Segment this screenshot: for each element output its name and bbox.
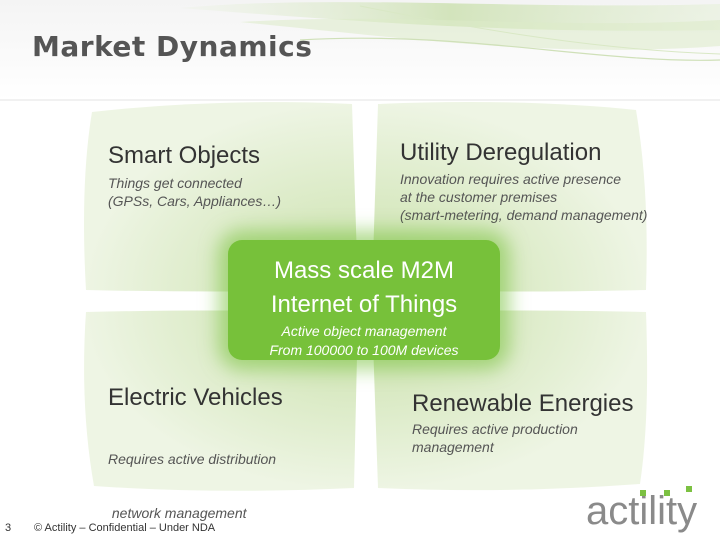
smart-objects-description: Things get connected (GPSs, Cars, Applia… bbox=[108, 174, 281, 210]
description-line: at the customer premises bbox=[400, 189, 558, 205]
renewable-energies-description: Requires active production management bbox=[412, 420, 578, 456]
logo-wordmark: actility bbox=[586, 489, 697, 533]
center-description-line: Active object management bbox=[281, 323, 447, 339]
smart-objects-heading: Smart Objects bbox=[108, 142, 261, 169]
description-line: (GPSs, Cars, Appliances…) bbox=[108, 193, 281, 209]
utility-deregulation-heading: Utility Deregulation bbox=[400, 139, 602, 166]
center-description-line: From 100000 to 100M devices bbox=[269, 342, 459, 358]
description-line: Requires active distribution bbox=[108, 451, 277, 467]
center-heading-line: Mass scale M2M bbox=[273, 257, 455, 284]
footer-confidentiality-note: © Actility – Confidential – Under NDA bbox=[34, 522, 216, 534]
page-number: 3 bbox=[5, 522, 12, 534]
logo-dot bbox=[664, 490, 670, 496]
description-line: Things get connected bbox=[108, 175, 242, 191]
electric-vehicles-heading: Electric Vehicles bbox=[108, 384, 283, 411]
description-line: management bbox=[412, 439, 494, 455]
description-line: Innovation requires active presence bbox=[400, 171, 622, 187]
center-description: Active object management From 100000 to … bbox=[228, 322, 500, 360]
utility-deregulation-description: Innovation requires active presence at t… bbox=[400, 170, 647, 224]
electric-vehicles-description: Requires active distribution network man… bbox=[108, 414, 276, 540]
center-heading: Mass scale M2M Internet of Things bbox=[228, 254, 500, 322]
center-highlight-box: Mass scale M2M Internet of Things Active… bbox=[228, 240, 500, 360]
actility-logo: actility bbox=[586, 486, 697, 533]
slide-title: Market Dynamics bbox=[32, 30, 313, 63]
header-swoosh-graphic bbox=[0, 0, 720, 101]
logo-dot bbox=[686, 486, 692, 492]
center-heading-line: Internet of Things bbox=[270, 291, 458, 318]
logo-dot bbox=[640, 490, 646, 496]
description-line: network management bbox=[108, 505, 247, 521]
description-line: (smart-metering, demand management) bbox=[400, 207, 648, 223]
renewable-energies-heading: Renewable Energies bbox=[412, 390, 634, 417]
description-line: Requires active production bbox=[412, 421, 578, 437]
